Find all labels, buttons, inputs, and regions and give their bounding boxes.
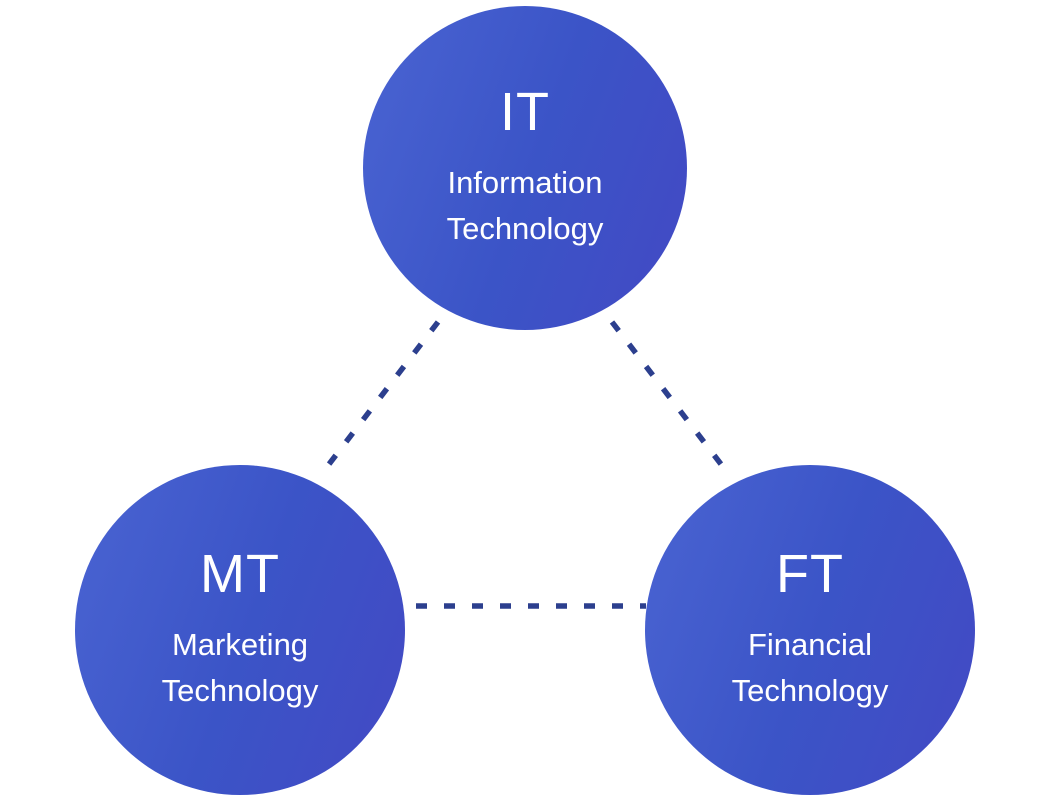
node-information-technology: IT Information Technology bbox=[363, 6, 687, 330]
node-abbr-label: IT bbox=[500, 82, 550, 143]
node-name-line1: Information bbox=[447, 164, 603, 200]
node-financial-technology: FT Financial Technology bbox=[645, 465, 975, 795]
node-name-label: Marketing Technology bbox=[162, 622, 319, 715]
connector-it-ft bbox=[609, 320, 730, 474]
connector-it-mt bbox=[320, 320, 441, 474]
node-name-line1: Marketing bbox=[171, 626, 309, 662]
node-name-label: Financial Technology bbox=[732, 622, 889, 715]
node-marketing-technology: MT Marketing Technology bbox=[75, 465, 405, 795]
node-abbr-label: MT bbox=[200, 544, 280, 605]
node-name-line1: Financial bbox=[747, 626, 873, 662]
node-name-line2: Technology bbox=[161, 673, 319, 709]
node-name-line2: Technology bbox=[731, 673, 889, 709]
node-abbr-label: FT bbox=[776, 544, 844, 605]
node-name-label: Information Technology bbox=[447, 160, 604, 253]
node-name-line2: Technology bbox=[446, 211, 604, 247]
